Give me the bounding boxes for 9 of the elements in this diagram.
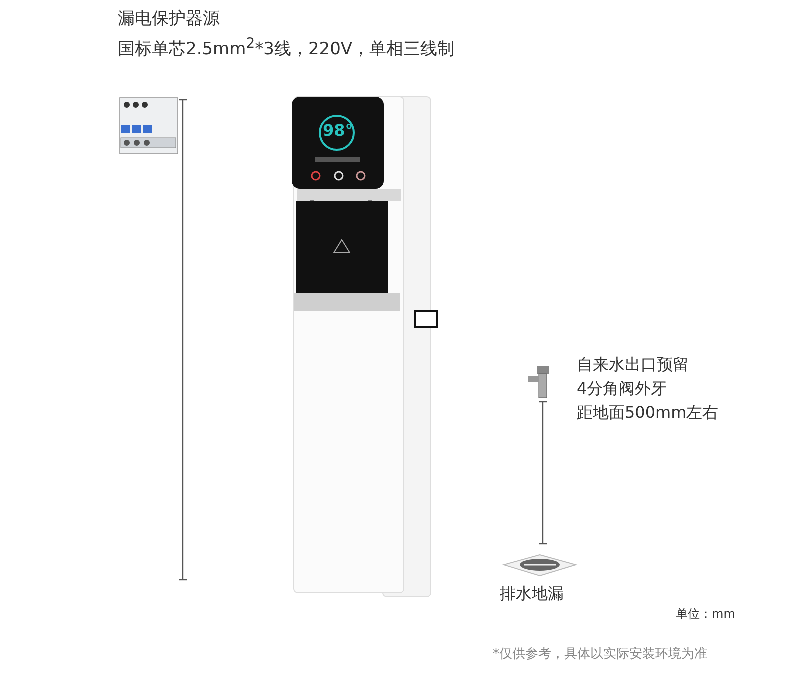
valve-spec-label: 4分角阀外牙 xyxy=(577,379,668,398)
power-source-label: 漏电保护器源 xyxy=(118,9,220,30)
temperature-readout: 98° xyxy=(323,121,354,140)
disclaimer-note: *仅供参考，具体以实际安装环境为准 xyxy=(493,647,708,663)
cable-spec-label: 国标单芯2.5mm$^{2}$*3线，220V，单相三线制 xyxy=(118,36,455,60)
floor-drain-label: 排水地漏 xyxy=(500,584,564,604)
unit-note: 单位：mm xyxy=(676,607,736,622)
water-outlet-label: 自来水出口预留 xyxy=(577,355,689,374)
height-label: 距地面500mm左右 xyxy=(577,403,719,422)
